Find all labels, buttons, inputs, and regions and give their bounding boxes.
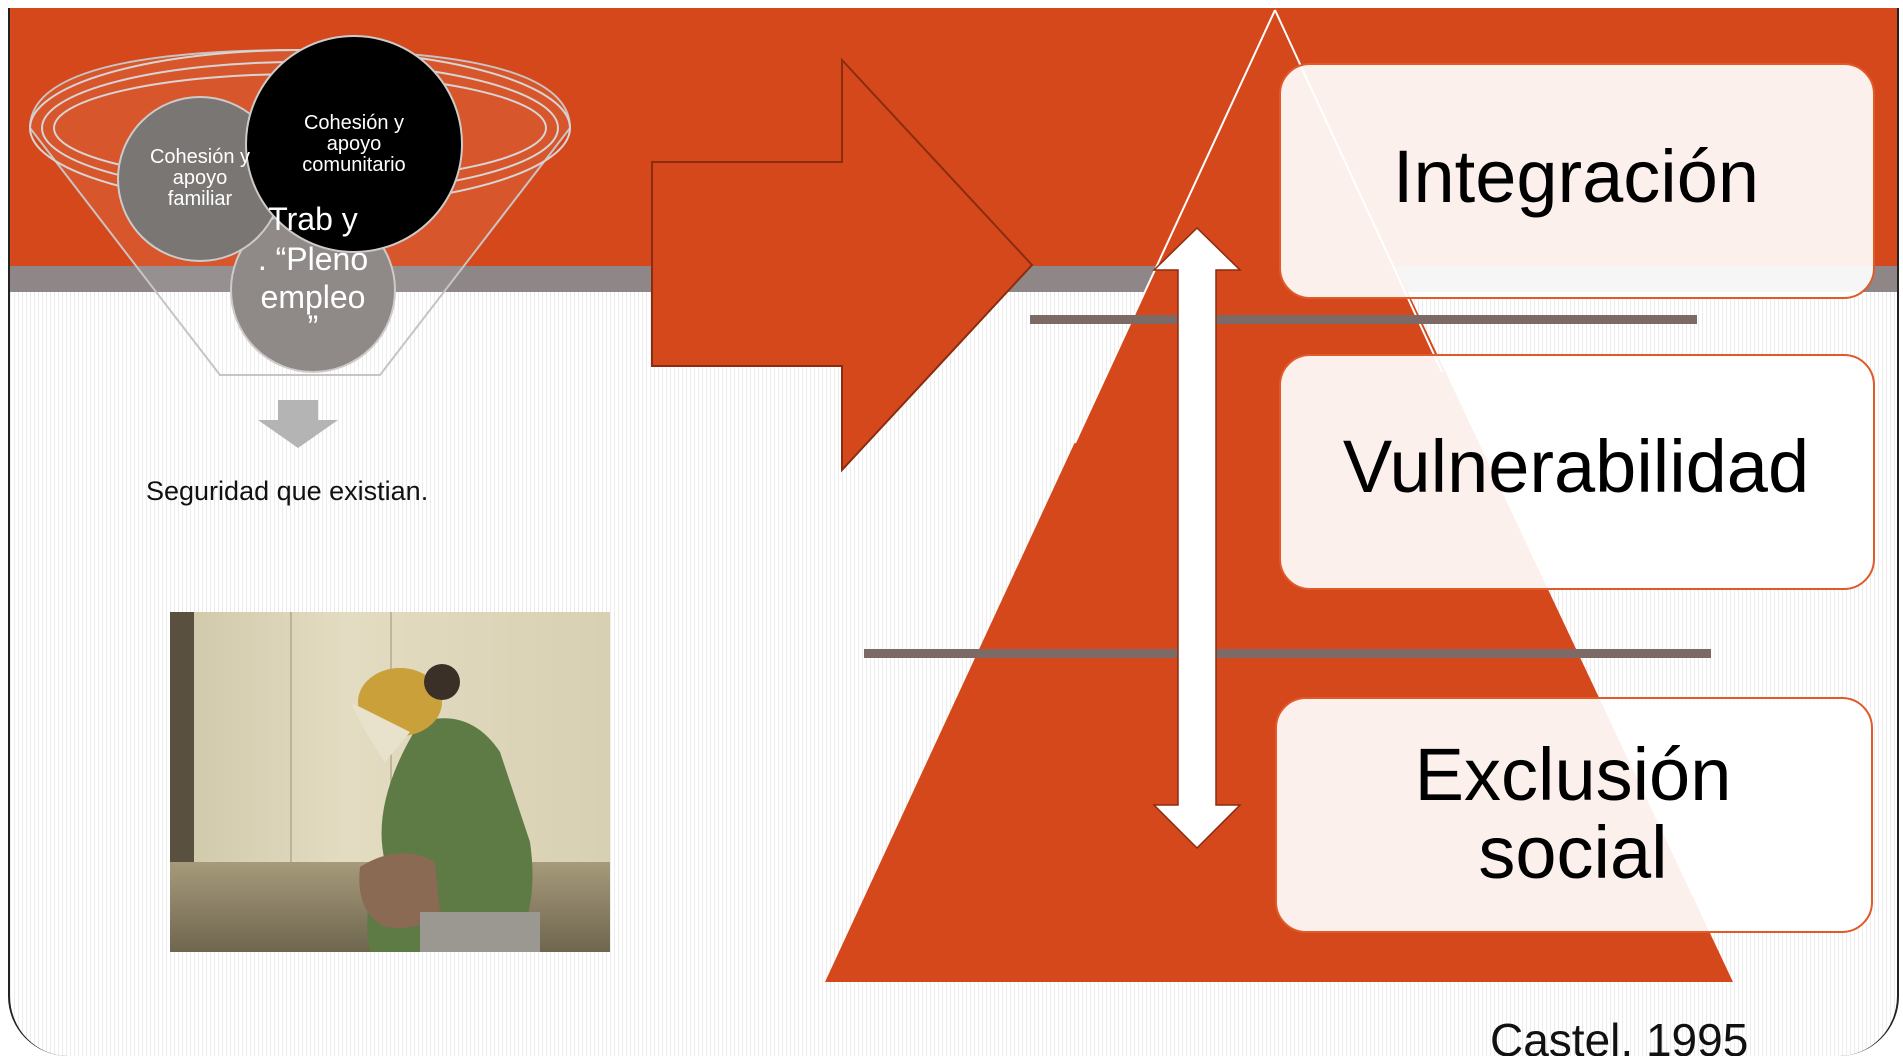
circle-work-label-2: . “Pleno: [258, 241, 368, 277]
divider-upper: [1030, 315, 1697, 324]
photo: [170, 612, 610, 952]
level-box-integracion: [1279, 63, 1875, 299]
photo-icon: [350, 664, 540, 952]
circle-work-label-1: Trab y: [268, 201, 358, 237]
circle-community-label-3: comunitario: [302, 154, 405, 176]
level-label-exclusion-line1: Exclusión: [1415, 733, 1732, 816]
level-label-exclusion-line2: social: [1478, 811, 1667, 894]
pyramid-edge: [1074, 9, 1276, 444]
circle-work-label-3: empleo: [261, 279, 366, 315]
process-arrow: [651, 57, 1034, 473]
circle-community-label-2: apoyo: [327, 133, 382, 155]
level-box-exclusion: [1275, 697, 1873, 933]
circle-family-label-2: apoyo: [173, 167, 228, 189]
circle-community-label-1: Cohesión y: [304, 112, 404, 134]
circle-community: [245, 35, 463, 253]
circle-family-label-3: familiar: [168, 188, 233, 210]
level-label-vulnerabilidad: Vulnerabilidad: [1343, 425, 1809, 508]
photo-wall-line: [290, 612, 292, 952]
citation: Castel, 1995: [1490, 1014, 1749, 1056]
funnel-down-arrow: [258, 400, 338, 448]
level-box-vulnerabilidad: [1279, 354, 1875, 590]
level-label-integracion: Integración: [1393, 135, 1759, 218]
mobility-double-arrow: [1152, 226, 1242, 850]
funnel-output-label: Seguridad que existian.: [146, 476, 429, 506]
circle-work-label-4: ”: [308, 309, 319, 345]
divider-lower: [864, 649, 1711, 658]
circle-family-label-1: Cohesión y: [150, 146, 250, 168]
